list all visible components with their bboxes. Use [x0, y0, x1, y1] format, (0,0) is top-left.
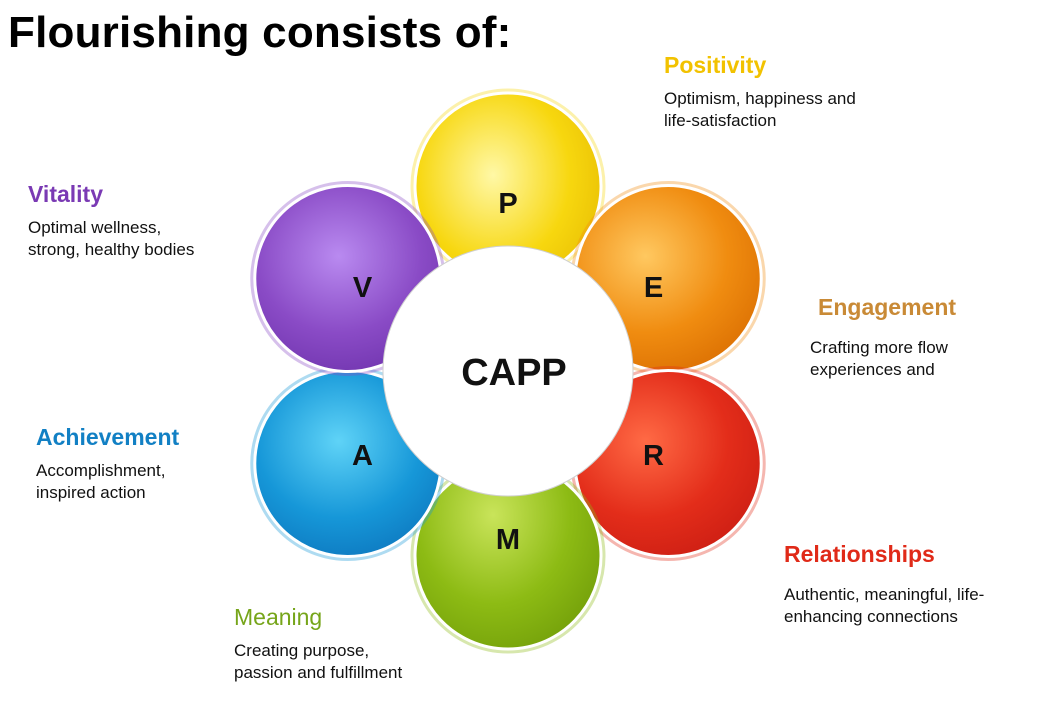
label-achievement-desc: Accomplishment, inspired action: [36, 461, 166, 502]
label-relationships-desc: Authentic, meaningful, life- enhancing c…: [784, 585, 985, 626]
label-positivity-desc: Optimism, happiness and life-satisfactio…: [664, 89, 856, 130]
label-achievement: Achievement Accomplishment, inspired act…: [36, 424, 306, 504]
label-vitality: Vitality Optimal wellness, strong, healt…: [28, 181, 298, 261]
label-meaning-desc: Creating purpose, passion and fulfillmen…: [234, 641, 403, 682]
label-vitality-desc: Optimal wellness, strong, healthy bodies: [28, 218, 195, 259]
center-ring: [382, 245, 634, 497]
label-positivity-title: Positivity: [664, 52, 767, 78]
label-positivity: Positivity Optimism, happiness and life-…: [664, 52, 934, 132]
label-engagement-title: Engagement: [818, 294, 957, 320]
petal-meaning-letter: M: [496, 524, 520, 556]
petal-relationships-letter: R: [643, 440, 664, 472]
petal-engagement-letter: E: [644, 272, 663, 304]
label-engagement: Engagement Crafting more flow experience…: [810, 294, 1038, 381]
petal-vitality-letter: V: [353, 272, 373, 304]
label-meaning-title: Meaning: [234, 604, 323, 630]
label-engagement-desc: Crafting more flow experiences and: [810, 338, 948, 379]
label-achievement-title: Achievement: [36, 424, 180, 450]
petal-positivity-letter: P: [498, 188, 517, 220]
label-relationships: Relationships Authentic, meaningful, lif…: [784, 541, 1038, 628]
center-label: CAPP: [461, 352, 567, 394]
label-relationships-title: Relationships: [784, 541, 935, 567]
label-vitality-title: Vitality: [28, 181, 103, 207]
petal-achievement-letter: A: [352, 440, 373, 472]
label-meaning: Meaning Creating purpose, passion and fu…: [234, 604, 504, 684]
page-title: Flourishing consists of:: [8, 8, 512, 57]
